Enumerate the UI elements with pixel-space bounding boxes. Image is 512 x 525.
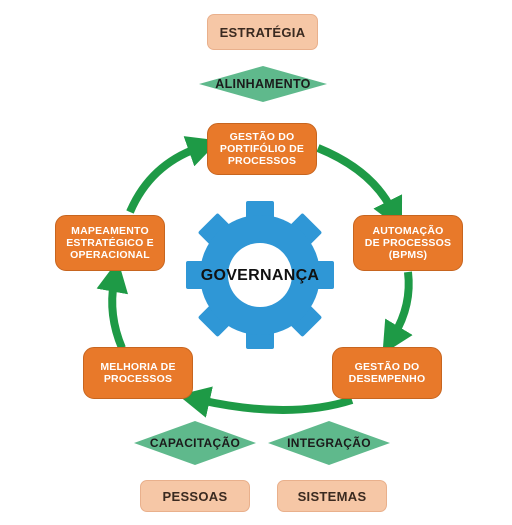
alignment-diamond: [199, 66, 327, 102]
arrow-performance-to-improvement: [178, 386, 354, 418]
training-diamond: [134, 421, 256, 465]
arrow-portfolio-to-automation: [316, 144, 403, 231]
performance-management-box: GESTÃO DO DESEMPENHO: [332, 347, 442, 399]
gear-icon: [186, 201, 334, 349]
governance-label: GOVERNANÇA: [200, 267, 320, 284]
strategic-mapping-box: MAPEAMENTO ESTRATÉGICO E OPERACIONAL: [55, 215, 165, 271]
people-box: PESSOAS: [140, 480, 250, 512]
strategy-box: ESTRATÉGIA: [207, 14, 318, 50]
systems-box: SISTEMAS: [277, 480, 387, 512]
process-improvement-box: MELHORIA DE PROCESSOS: [83, 347, 193, 399]
arrow-automation-to-performance: [382, 271, 413, 355]
alignment-label: ALINHAMENTO: [215, 77, 311, 91]
training-label: CAPACITAÇÃO: [149, 436, 241, 450]
process-automation-box: AUTOMAÇÃO DE PROCESSOS (BPMS): [353, 215, 463, 271]
integration-label: INTEGRAÇÃO: [287, 436, 371, 450]
portfolio-management-box: GESTÃO DO PORTIFÓLIO DE PROCESSOS: [207, 123, 317, 175]
integration-diamond: [268, 421, 390, 465]
arrow-mapping-to-portfolio: [126, 136, 220, 214]
arrow-improvement-to-mapping: [96, 259, 129, 350]
